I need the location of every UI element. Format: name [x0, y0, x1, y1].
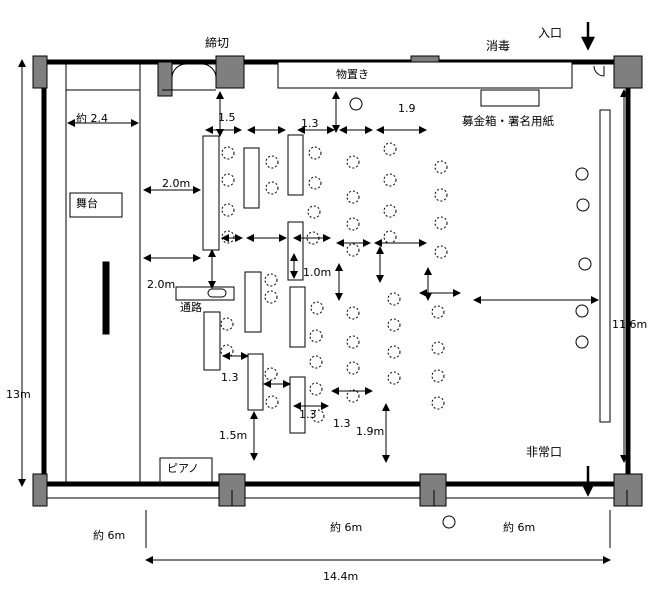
chair: [434, 216, 448, 230]
right-wall-panel: [599, 109, 611, 423]
chair: [265, 181, 279, 195]
chair: [221, 173, 235, 187]
piano-label: ピアノ: [167, 462, 200, 475]
tables: [202, 134, 306, 434]
chair: [383, 142, 397, 156]
gap-label-1-3-bottom-a: 1.3: [299, 408, 317, 421]
stage-depth-label: 約 2.4: [76, 112, 108, 125]
chair: [220, 317, 234, 331]
column: [419, 473, 447, 507]
stage-area: [65, 62, 216, 484]
width-total-label: 14.4m: [323, 570, 359, 583]
chair: [221, 230, 235, 244]
donation-box: [480, 89, 540, 107]
chair: [346, 361, 360, 375]
chair: [387, 371, 401, 385]
emergency-exit-label: 非常口: [526, 445, 563, 459]
column: [32, 55, 48, 89]
stage-label: 舞台: [76, 197, 98, 210]
width-mid-label: 約 6m: [330, 521, 363, 534]
gap-label-1-0m: 1.0m: [303, 266, 332, 279]
fixtures: [175, 61, 611, 423]
chair: [387, 345, 401, 359]
column: [215, 55, 245, 89]
chair: [387, 318, 401, 332]
chair: [346, 335, 360, 349]
gap-label-1-9-top: 1.9: [398, 102, 416, 115]
chair: [346, 217, 360, 231]
gap-label-1-3-top: 1.3: [301, 117, 319, 130]
gap-label-1-3-left: 1.3: [221, 371, 239, 384]
dimension-arrows: [18, 59, 628, 564]
chair: [311, 409, 325, 423]
chair: [308, 176, 322, 190]
chair: [431, 369, 445, 383]
column: [613, 473, 643, 507]
doors: [171, 63, 605, 79]
chair: [346, 389, 360, 403]
columns: [32, 55, 643, 507]
column: [613, 55, 643, 89]
storage-label: 物置き: [336, 68, 369, 81]
chair: [434, 160, 448, 174]
chair: [221, 203, 235, 217]
stage-bar: [102, 261, 110, 335]
width-left-label: 約 6m: [93, 529, 126, 542]
chair: [310, 301, 324, 315]
width-right-label: 約 6m: [503, 521, 536, 534]
column: [32, 473, 48, 507]
chair: [308, 146, 322, 160]
entrance-label: 入口: [538, 26, 563, 40]
gap-label-1-5m-left: 1.5m: [219, 429, 248, 442]
donation-box-label: 募金箱・署名用紙: [462, 114, 554, 128]
chair: [346, 155, 360, 169]
chair: [346, 190, 360, 204]
chair: [220, 344, 234, 358]
chair: [309, 382, 323, 396]
gap-label-1-3-bottom-b: 1.3: [333, 417, 351, 430]
chair: [383, 230, 397, 244]
height-total-label: 13m: [6, 388, 31, 401]
stage-distance-label-2: 2.0m: [147, 278, 176, 291]
height-inner-label: 11.6m: [612, 318, 648, 331]
chair: [346, 243, 360, 257]
chair: [309, 329, 323, 343]
chair: [264, 290, 278, 304]
chair: [434, 188, 448, 202]
chair: [431, 305, 445, 319]
passage-item: [207, 288, 227, 298]
chair: [431, 396, 445, 410]
stage-distance-label-1: 2.0m: [162, 177, 191, 190]
chair: [383, 173, 397, 187]
chair: [309, 355, 323, 369]
chair: [221, 146, 235, 160]
chairs: [220, 142, 448, 423]
chair: [307, 205, 321, 219]
chair: [265, 395, 279, 409]
chair: [265, 155, 279, 169]
chair: [264, 273, 278, 287]
entrance-exit-arrows: [580, 22, 596, 497]
gap-label-1-5-top: 1.5: [218, 111, 236, 124]
chair: [434, 245, 448, 259]
chair: [431, 341, 445, 355]
gap-label-1-9m: 1.9m: [356, 425, 385, 438]
disinfection-label: 消毒: [486, 39, 511, 53]
chair: [346, 306, 360, 320]
storage-box: [277, 61, 573, 89]
solid-circles: [349, 97, 592, 529]
column-marks: [231, 490, 628, 506]
chair: [383, 204, 397, 218]
passage-label: 通路: [180, 301, 202, 314]
chair: [387, 292, 401, 306]
chair: [264, 367, 278, 381]
deadline-label: 締切: [205, 36, 230, 50]
column: [157, 61, 173, 97]
